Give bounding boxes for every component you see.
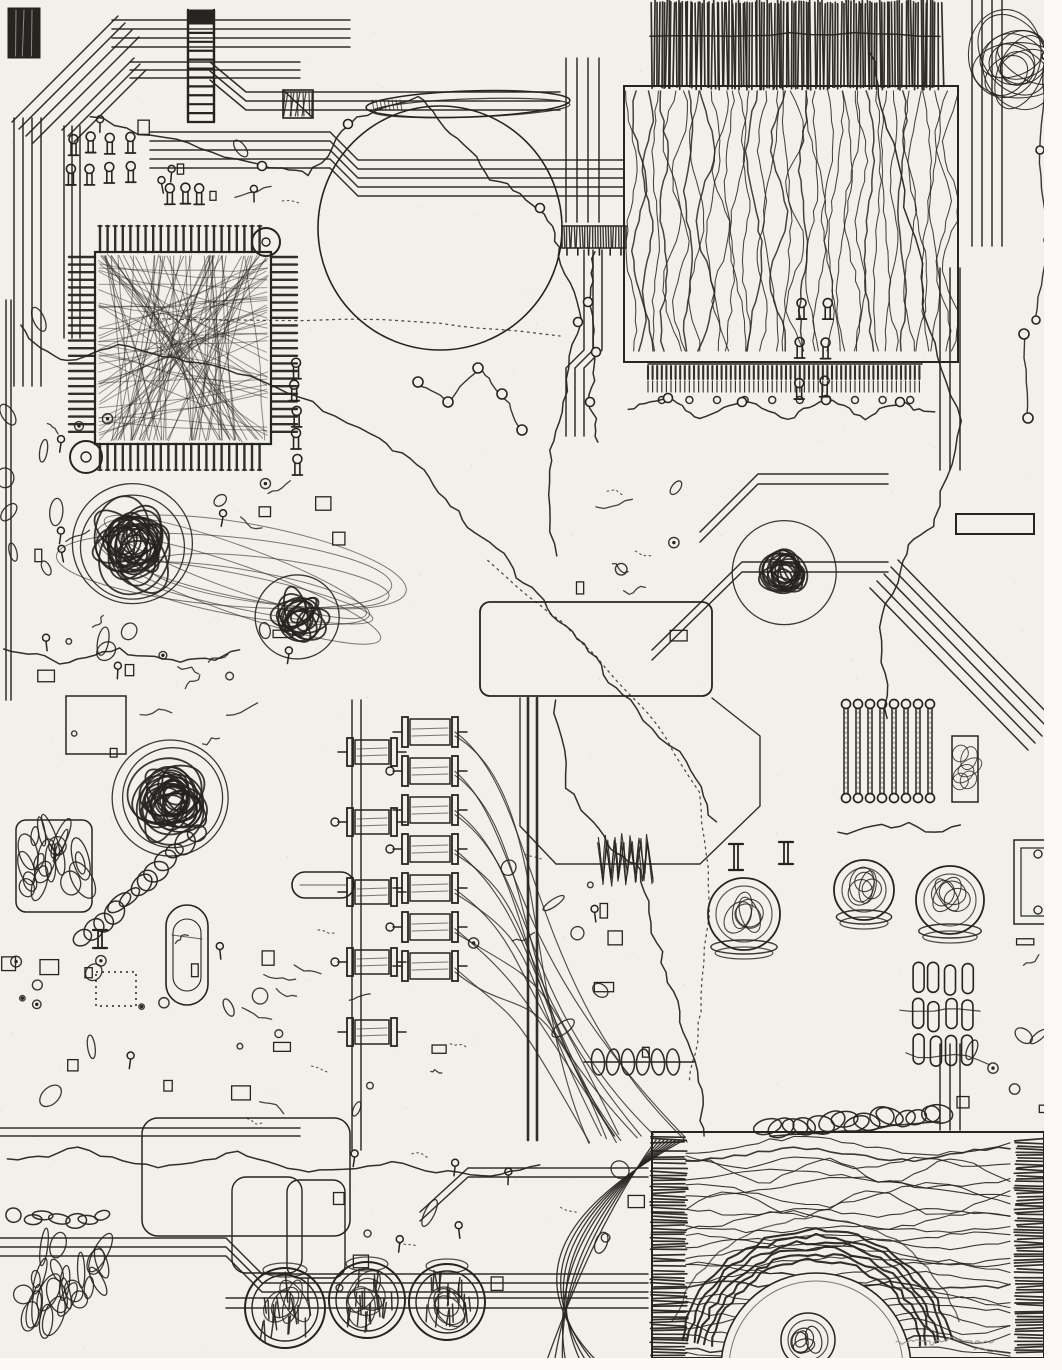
circuit-drawing-canvas	[0, 0, 1062, 1370]
artwork-frame	[0, 0, 1062, 1370]
